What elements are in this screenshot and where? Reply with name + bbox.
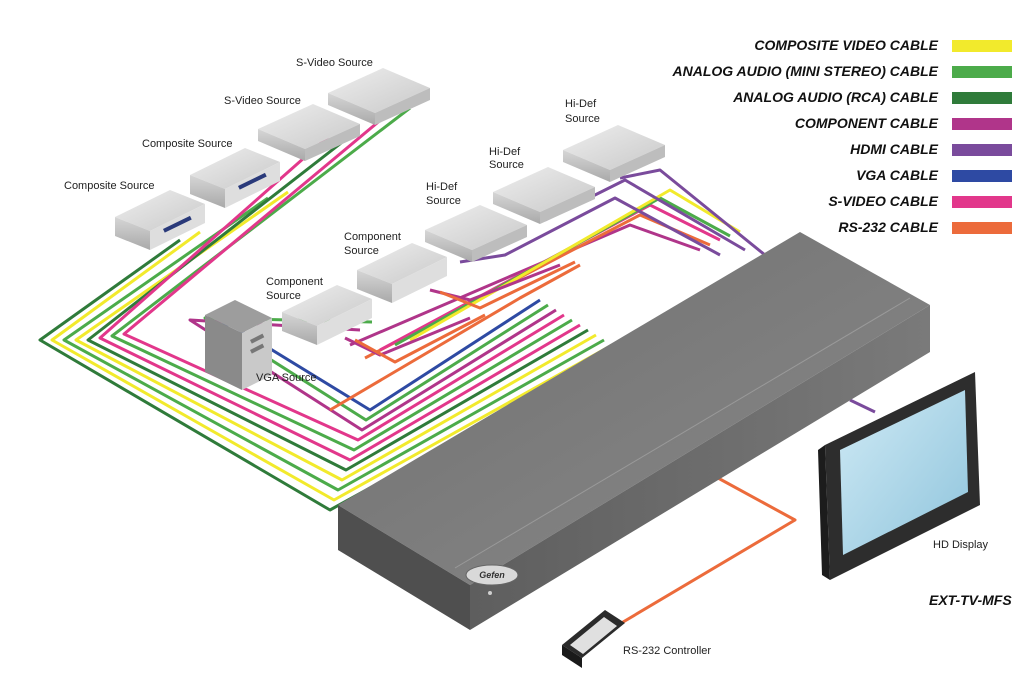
svg-text:VGA CABLE: VGA CABLE — [856, 167, 939, 183]
cable-component-b — [349, 223, 701, 347]
cable-rs232-src-2 — [354, 313, 486, 364]
legend-swatch-rs232 — [952, 222, 1012, 234]
legend-item-analog-rca: ANALOG AUDIO (RCA) CABLE — [732, 89, 1012, 105]
hidef-source-label-2a: Hi-Def — [489, 146, 521, 158]
svideo-source-device-2 — [258, 104, 360, 161]
legend-swatch-svideo — [952, 196, 1012, 208]
svg-text:RS-232 CABLE: RS-232 CABLE — [838, 219, 938, 235]
svg-text:COMPOSITE VIDEO CABLE: COMPOSITE VIDEO CABLE — [754, 37, 938, 53]
composite-source-device-2 — [115, 190, 205, 250]
vga-source-computer — [205, 300, 272, 390]
hidef-source-label-1a: Hi-Def — [565, 98, 597, 110]
model-name: EXT-TV-MFS — [929, 592, 1012, 608]
svg-text:Gefen: Gefen — [479, 570, 505, 580]
composite-source-device-1 — [190, 148, 280, 208]
legend-item-component: COMPONENT CABLE — [795, 115, 1012, 131]
cable-rs232-src — [439, 260, 576, 310]
cable-hdmi-3 — [619, 168, 766, 257]
vga-source-label: VGA Source — [256, 372, 317, 384]
legend-item-rs232: RS-232 CABLE — [838, 219, 1012, 235]
source-devices — [115, 68, 665, 390]
hidef-source-device-1 — [563, 125, 665, 182]
hidef-source-label-3b: Source — [426, 195, 461, 207]
legend-item-hdmi: HDMI CABLE — [850, 141, 1012, 157]
hidef-source-device-3 — [425, 205, 527, 262]
legend-swatch-analog-mini — [952, 66, 1012, 78]
component-source-label-1b: Source — [344, 245, 379, 257]
legend-item-analog-mini: ANALOG AUDIO (MINI STEREO) CABLE — [672, 63, 1012, 79]
component-source-device-1 — [357, 243, 447, 303]
cable-composite — [50, 230, 613, 502]
legend-swatch-hdmi — [952, 144, 1012, 156]
cable-analog-audio-mini — [62, 196, 605, 492]
cable-hdmi-1 — [459, 196, 721, 264]
hidef-source-label-3a: Hi-Def — [426, 181, 458, 193]
gefen-logo — [465, 564, 519, 586]
matrix-switch: Gefen — [338, 232, 930, 630]
legend-swatch-analog-rca — [952, 92, 1012, 104]
svideo-source-label-2: S-Video Source — [224, 95, 301, 107]
hd-display — [818, 372, 980, 580]
component-source-device-2 — [282, 285, 372, 345]
svg-text:ANALOG AUDIO (RCA) CABLE: ANALOG AUDIO (RCA) CABLE — [732, 89, 938, 105]
cable-rs232-controller — [617, 476, 797, 627]
composite-source-label-1: Composite Source — [142, 138, 233, 150]
cable-hdmi-display — [849, 398, 876, 414]
hidef-source-device-2 — [493, 167, 595, 224]
hidef-source-label-2b: Source — [489, 159, 524, 171]
cable-analog-audio-mini-2 — [110, 106, 573, 452]
svg-text:ANALOG AUDIO (MINI STEREO) CAB: ANALOG AUDIO (MINI STEREO) CABLE — [672, 63, 939, 79]
legend-item-composite: COMPOSITE VIDEO CABLE — [754, 37, 1012, 53]
source-labels: S-Video Source S-Video Source Composite … — [64, 57, 1012, 657]
hidef-source-label-1b: Source — [565, 113, 600, 125]
svideo-source-label-1: S-Video Source — [296, 57, 373, 69]
rs232-controller-device — [562, 610, 625, 668]
cable-svideo — [98, 133, 581, 462]
svg-text:COMPONENT CABLE: COMPONENT CABLE — [795, 115, 939, 131]
cable-analog-audio-rca-2 — [86, 138, 589, 472]
legend-swatch-vga — [952, 170, 1012, 182]
legend-item-svideo: S-VIDEO CABLE — [828, 193, 1012, 209]
cable-component-a — [188, 308, 557, 432]
cable-rs232-vga — [329, 263, 581, 412]
svideo-source-device-1 — [328, 68, 430, 125]
legend-swatch-component — [952, 118, 1012, 130]
component-source-label-1a: Component — [344, 231, 401, 243]
legend-item-vga: VGA CABLE — [856, 167, 1012, 183]
svg-text:HDMI CABLE: HDMI CABLE — [850, 141, 939, 157]
rs232-controller-label: RS-232 Controller — [623, 645, 711, 657]
component-source-label-2b: Source — [266, 290, 301, 302]
component-source-label-2a: Component — [266, 276, 323, 288]
svg-text:S-VIDEO CABLE: S-VIDEO CABLE — [828, 193, 938, 209]
cable-legend: COMPOSITE VIDEO CABLE ANALOG AUDIO (MINI… — [672, 37, 1012, 235]
legend-swatch-composite — [952, 40, 1012, 52]
hd-display-label: HD Display — [933, 539, 989, 551]
composite-source-label-2: Composite Source — [64, 180, 155, 192]
